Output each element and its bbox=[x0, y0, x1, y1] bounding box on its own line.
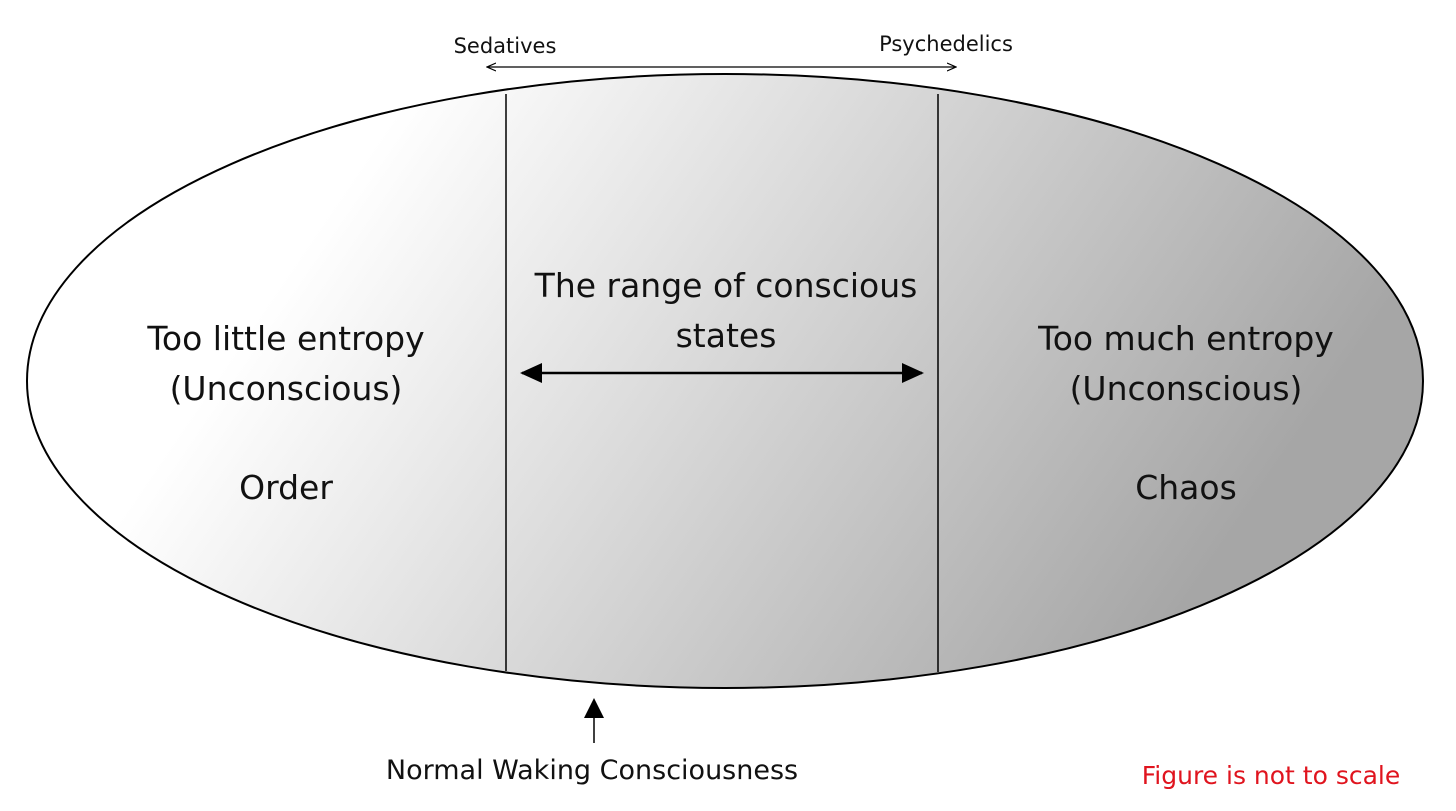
left-region-subtitle: (Unconscious) bbox=[170, 369, 403, 408]
psychedelics-label: Psychedelics bbox=[879, 32, 1013, 56]
normal-waking-label: Normal Waking Consciousness bbox=[386, 755, 798, 786]
sedatives-label: Sedatives bbox=[454, 34, 557, 58]
middle-region-title-line1: The range of conscious bbox=[534, 266, 918, 305]
left-region-title: Too little entropy bbox=[146, 319, 424, 358]
right-region-subtitle: (Unconscious) bbox=[1070, 369, 1303, 408]
middle-region-title-line2: states bbox=[676, 316, 777, 355]
right-region-title: Too much entropy bbox=[1037, 319, 1334, 358]
left-region-keyword: Order bbox=[239, 468, 333, 507]
right-region-keyword: Chaos bbox=[1135, 468, 1237, 507]
scale-note: Figure is not to scale bbox=[1142, 761, 1401, 790]
